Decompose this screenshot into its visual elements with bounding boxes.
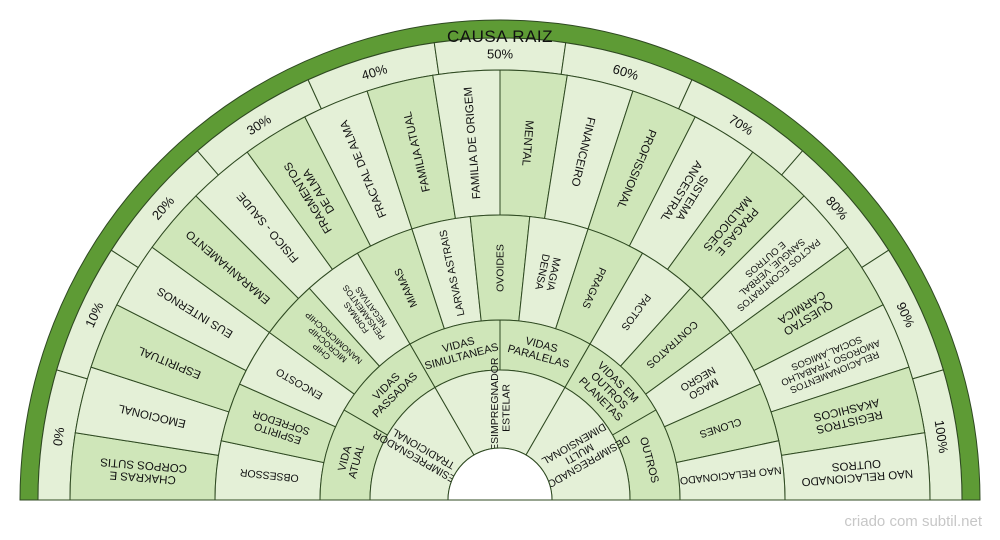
percent-label: 100% [932,419,952,454]
ring-outer-label: MENTAL [519,120,535,167]
label-line: OVOIDES [495,244,507,292]
percent-label: 50% [487,47,513,62]
label-line: OUTROS [831,457,881,473]
ring-middle-label: OVOIDES [495,244,507,292]
center-hub [447,447,553,501]
ring-core-label: DESIMPREGNADORESTELAR [489,357,512,458]
percent-label: 60% [611,61,641,83]
label-line: 100% [932,419,952,454]
percent-label: 0% [50,426,68,447]
ring-outer: CHAKRAS ECORPOS SUTISEMOCIONALESPIRITUAL… [69,69,931,501]
label-line: 0% [50,426,68,447]
label-line: ESTELAR [500,384,512,432]
credit-text: criado com subtil.net [844,513,982,530]
percent-ring: 0%10%20%30%40%50%60%70%80%90%100% [37,37,963,501]
label-line: DESIMPREGNADOR [489,357,501,458]
ring-middle: OBSESSORESPIRITOSOFREDORENCOSTOCHIPMICRO… [214,214,786,501]
label-line: MENTAL [519,120,535,167]
label-line: CHAKRAS E [109,468,177,485]
percent-label: 40% [360,61,390,83]
chart-title: CAUSA RAIZ [447,27,553,46]
label-line: 60% [611,61,641,83]
label-line: 50% [487,47,513,62]
hub-disc [447,447,553,501]
label-line: 40% [360,61,390,83]
